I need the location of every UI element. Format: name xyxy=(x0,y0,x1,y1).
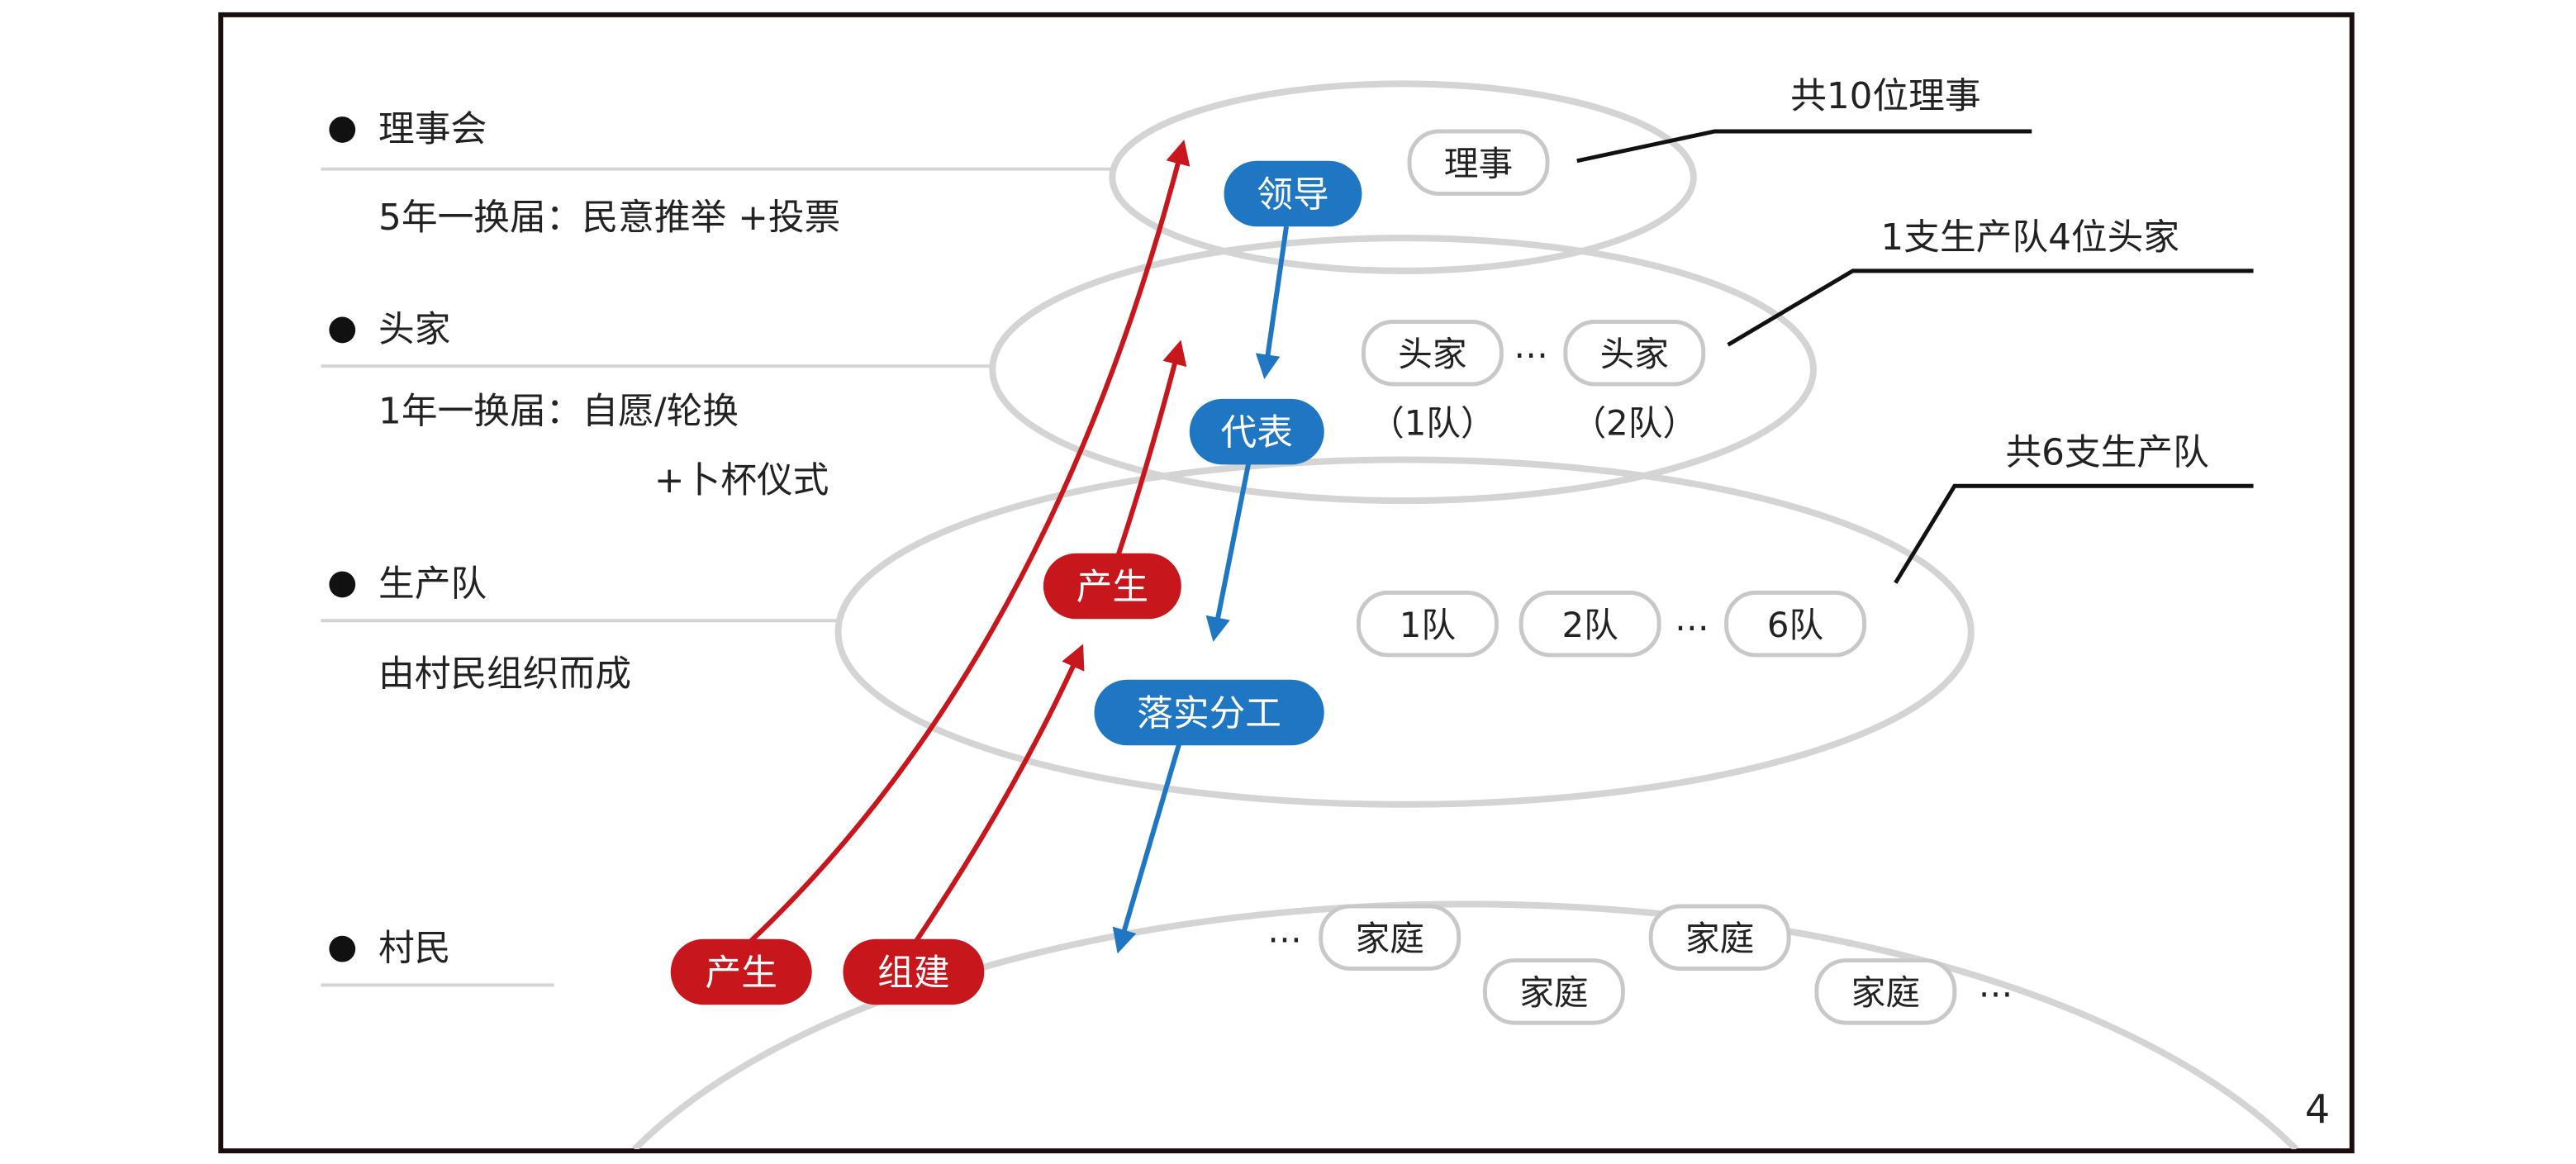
head-ellipsis: … xyxy=(1514,325,1548,366)
family-label: 家庭 xyxy=(1851,972,1920,1013)
produce-pill-upper xyxy=(1043,553,1181,620)
level-head-desc: 1年一换届：自愿/轮换 xyxy=(378,391,739,433)
form-label: 组建 xyxy=(877,952,949,994)
head-label-2: 头家 xyxy=(1600,334,1669,374)
team-label-6: 6队 xyxy=(1767,605,1823,645)
represent-label: 代表 xyxy=(1221,412,1293,454)
team-node-1 xyxy=(1356,590,1499,658)
level-head-desc2: +卜杯仪式 xyxy=(654,459,829,501)
council-ellipse xyxy=(1109,80,1697,274)
lead-pill xyxy=(1224,160,1362,227)
family-ellipsis: … xyxy=(1979,964,2013,1005)
head-label-1: 头家 xyxy=(1398,334,1466,374)
family-node xyxy=(1814,958,1957,1025)
villager-ellipse xyxy=(632,900,2299,1150)
lead-label: 领导 xyxy=(1257,173,1328,216)
represent-arrow xyxy=(1205,462,1252,642)
bullet-icon xyxy=(329,116,356,143)
head-node-2 xyxy=(1563,320,1706,387)
form-arrow xyxy=(913,644,1085,944)
bullet-icon xyxy=(329,935,356,962)
implement-label: 落实分工 xyxy=(1137,692,1281,734)
represent-pill xyxy=(1189,398,1324,465)
level-council-desc: 5年一换届：民意推举 +投票 xyxy=(378,197,840,239)
produce-label-lower: 产生 xyxy=(706,952,777,994)
bullet-icon xyxy=(329,571,356,598)
callout-teams: 共6支生产队 xyxy=(2005,431,2208,473)
produce-arrow-short xyxy=(1115,340,1187,559)
produce-label-upper: 产生 xyxy=(1077,566,1148,608)
level-head: 头家 xyxy=(378,308,450,350)
team-node-6 xyxy=(1724,590,1867,658)
callout-line-teams xyxy=(1894,483,2254,584)
team-label-1: 1队 xyxy=(1400,605,1456,645)
callout-directors: 共10位理事 xyxy=(1790,75,1981,117)
head-node-1 xyxy=(1361,320,1504,387)
family-label: 家庭 xyxy=(1685,919,1754,959)
callout-line-directors xyxy=(1576,129,2032,164)
head-ellipse xyxy=(989,235,1817,505)
director-node xyxy=(1407,129,1550,196)
team-label-2: 2队 xyxy=(1562,605,1618,645)
level-team-desc: 由村民组织而成 xyxy=(378,653,631,696)
level-council: 理事会 xyxy=(378,108,487,150)
family-node xyxy=(1482,958,1625,1025)
callout-line-heads xyxy=(1727,268,2254,347)
family-node xyxy=(1319,904,1461,971)
team-ellipsis: … xyxy=(1675,598,1709,639)
family-label: 家庭 xyxy=(1519,972,1588,1013)
director-label: 理事 xyxy=(1444,144,1513,184)
implement-pill xyxy=(1094,679,1324,746)
team-node-2 xyxy=(1519,590,1661,658)
level-team: 生产队 xyxy=(378,563,487,605)
head-team-2: （2队） xyxy=(1571,403,1697,444)
level-villager: 村民 xyxy=(378,928,450,970)
page-number: 4 xyxy=(2305,1087,2330,1133)
family-node xyxy=(1648,904,1791,971)
family-ellipsis: … xyxy=(1267,910,1302,951)
form-pill xyxy=(843,938,985,1005)
produce-arrow-long xyxy=(748,140,1191,944)
team-ellipse xyxy=(834,456,1975,808)
callout-heads: 1支生产队4位头家 xyxy=(1880,216,2179,259)
family-label: 家庭 xyxy=(1355,919,1423,959)
head-team-1: （1队） xyxy=(1370,403,1495,444)
implement-arrow xyxy=(1112,741,1182,954)
bullet-icon xyxy=(329,316,356,344)
produce-pill-lower xyxy=(670,938,812,1005)
lead-arrow xyxy=(1255,226,1289,380)
